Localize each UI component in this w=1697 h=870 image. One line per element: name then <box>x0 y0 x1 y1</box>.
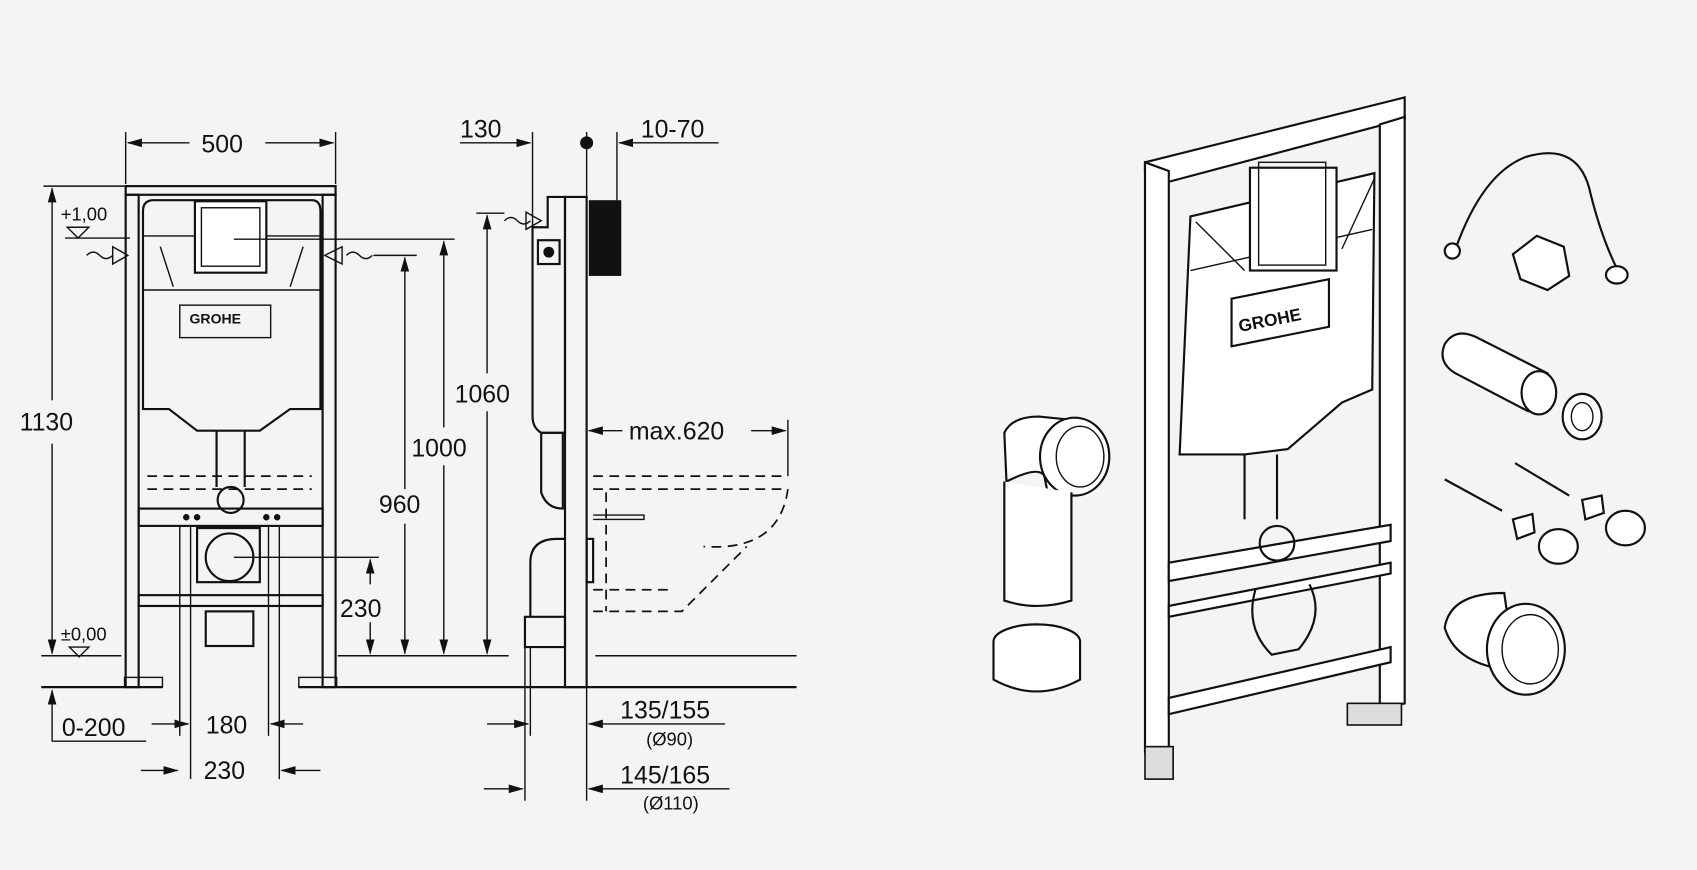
level-zero: ±0,00 <box>61 624 107 645</box>
dim-offset: 0-200 <box>62 714 126 742</box>
dim-bolt-inner: 180 <box>206 712 248 740</box>
dim-height-1060: 1060 <box>455 381 510 409</box>
dim-width: 500 <box>201 131 243 159</box>
isometric-view: GROHE <box>992 96 1646 780</box>
dim-bolt-outer: 230 <box>204 757 246 785</box>
dim-drain-110: 145/165 <box>620 761 710 789</box>
dim-height-total: 1130 <box>20 409 74 437</box>
front-brand-logo: GROHE <box>190 311 242 327</box>
dim-drain-90: 135/155 <box>620 697 710 725</box>
dim-height-1000: 1000 <box>411 435 466 463</box>
dim-wall-offset: 10-70 <box>641 115 705 143</box>
dim-height-960: 960 <box>379 491 421 519</box>
dim-drain-90-dia: (Ø90) <box>646 729 693 750</box>
side-view: 130 10-70 1060 1000 960 max.620 135/155 … <box>233 115 797 813</box>
dim-drain-110-dia: (Ø110) <box>643 792 699 813</box>
dim-depth-top: 130 <box>460 115 502 143</box>
dim-drain-height: 230 <box>340 595 382 623</box>
dim-bowl-length: max.620 <box>629 417 724 445</box>
level-top: +1,00 <box>61 204 108 225</box>
front-view: GROHE 500 1130 +1,00 ±0,00 0-200 <box>20 131 797 785</box>
